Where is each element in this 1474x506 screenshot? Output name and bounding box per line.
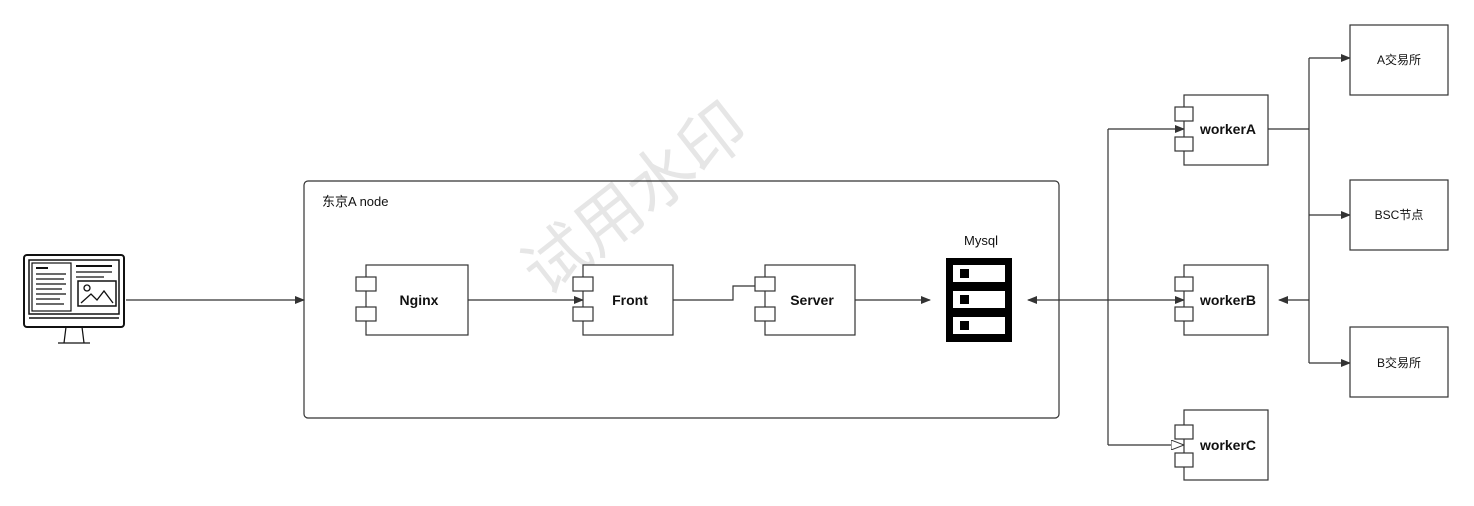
front-to-server-arrow — [673, 282, 766, 301]
front-label: Front — [612, 292, 648, 308]
component-port-icon — [1174, 106, 1194, 122]
desktop-monitor-icon — [23, 254, 125, 344]
component-port-icon — [355, 306, 377, 322]
workerC-label: workerC — [1199, 437, 1256, 453]
component-port-icon — [754, 306, 776, 322]
component-port-icon — [1174, 452, 1194, 468]
workerB-label: workerB — [1199, 292, 1256, 308]
server-label: Server — [790, 292, 834, 308]
component-port-icon — [1174, 136, 1194, 152]
server-rack-icon — [946, 258, 1012, 342]
component-port-icon — [1174, 424, 1194, 440]
nginx-label: Nginx — [400, 292, 439, 308]
a-exchange-label: A交易所 — [1377, 52, 1421, 67]
component-port-icon — [1174, 306, 1194, 322]
component-nginx[interactable]: Nginx — [355, 264, 469, 336]
mysql-database[interactable]: Mysql — [946, 233, 1012, 342]
connector-lines — [126, 54, 1351, 445]
component-server[interactable]: Server — [754, 264, 856, 336]
component-front[interactable]: Front — [572, 264, 674, 336]
component-workerA[interactable]: workerA — [1174, 94, 1269, 166]
box-a-exchange[interactable]: A交易所 — [1349, 24, 1449, 96]
component-port-icon — [572, 306, 594, 322]
component-port-icon — [754, 276, 776, 292]
box-bsc-node[interactable]: BSC节点 — [1349, 179, 1449, 251]
box-b-exchange[interactable]: B交易所 — [1349, 326, 1449, 398]
component-port-icon — [572, 276, 594, 292]
b-exchange-label: B交易所 — [1377, 355, 1421, 370]
node-label: 东京A node — [322, 194, 389, 209]
component-workerC[interactable]: workerC — [1174, 409, 1269, 481]
mysql-label: Mysql — [964, 233, 998, 248]
workerA-label: workerA — [1199, 121, 1256, 137]
component-workerB[interactable]: workerB — [1174, 264, 1269, 336]
bsc-node-label: BSC节点 — [1375, 208, 1424, 222]
component-port-icon — [1174, 276, 1194, 292]
component-port-icon — [355, 276, 377, 292]
